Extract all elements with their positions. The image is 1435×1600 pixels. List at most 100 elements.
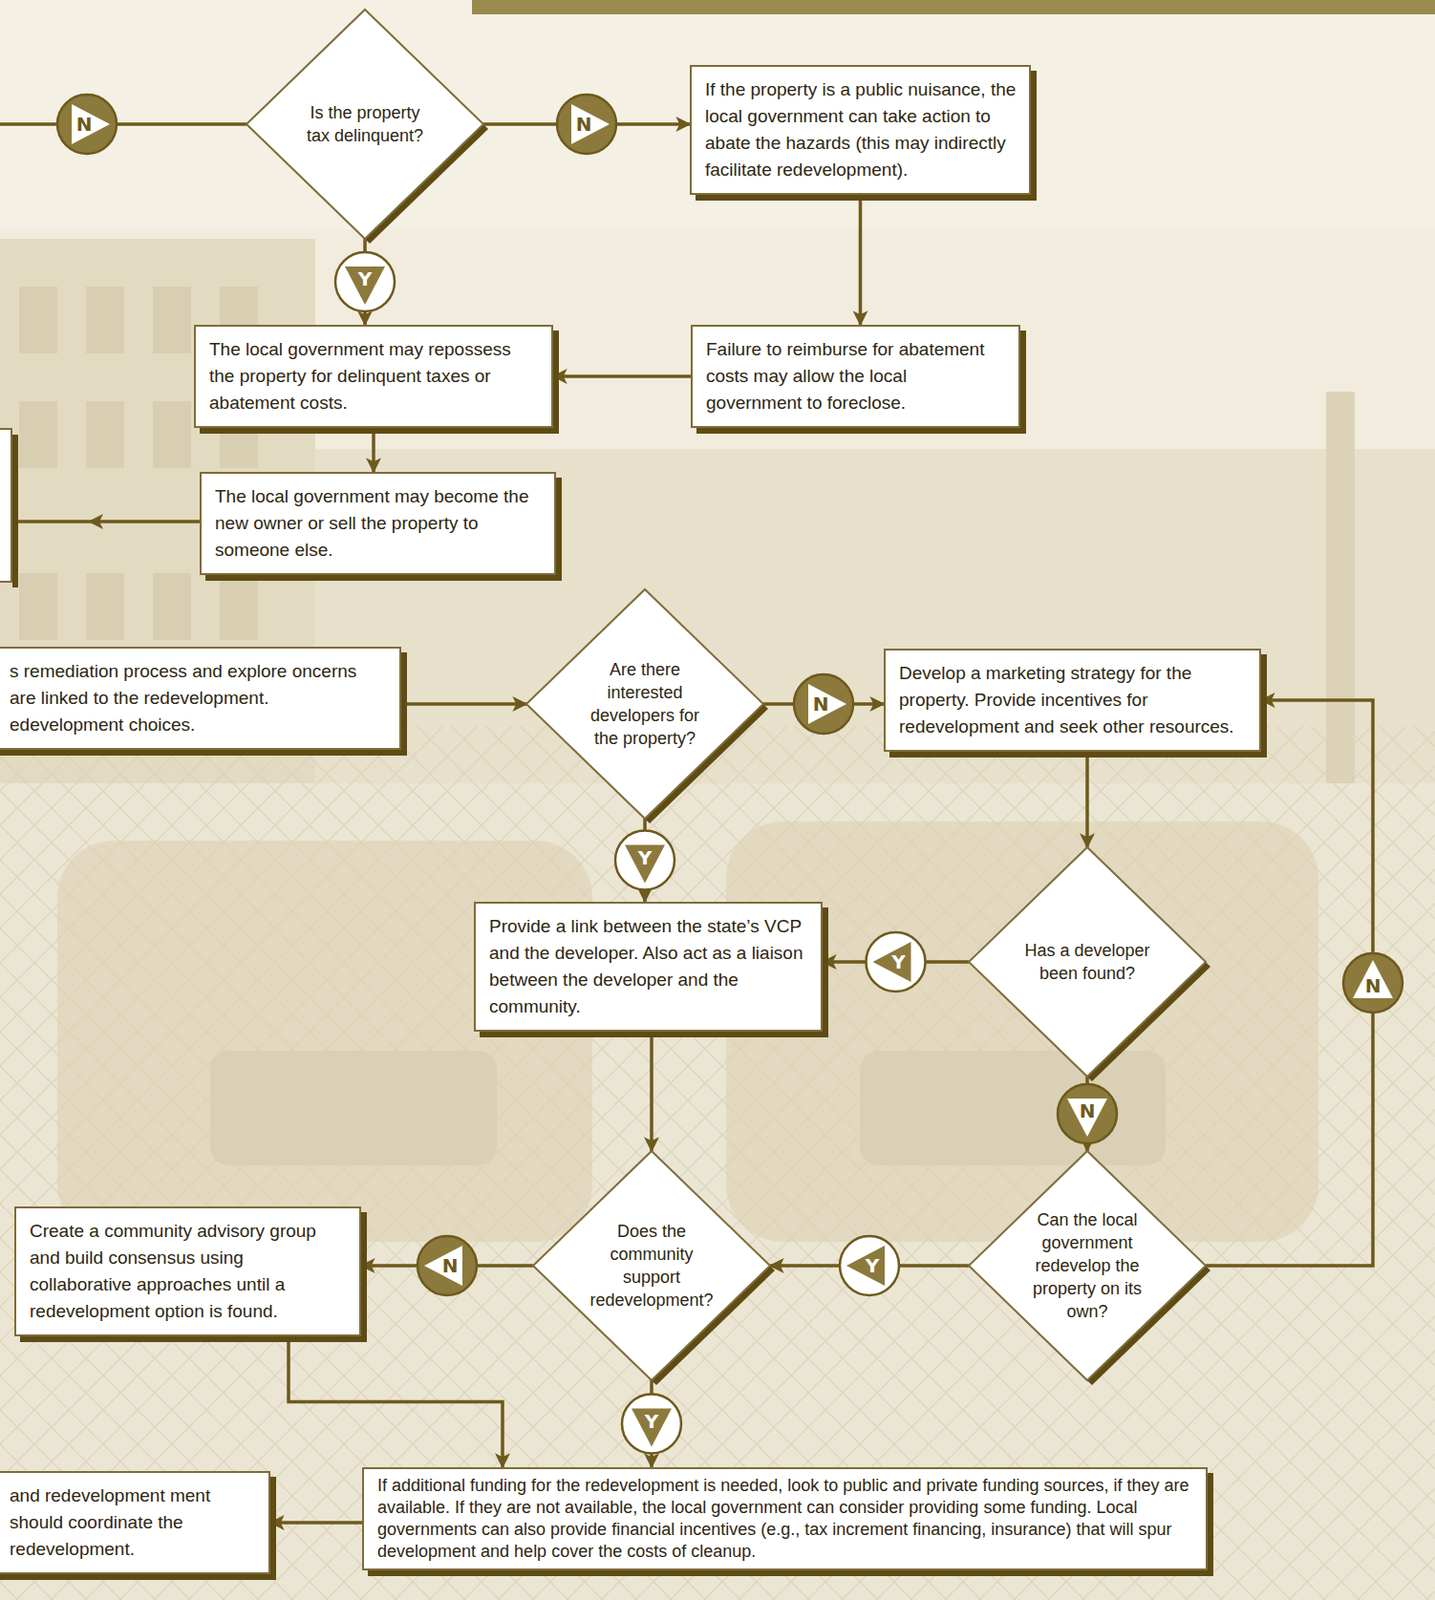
- box-text: Develop a marketing strategy for the pro…: [899, 660, 1248, 741]
- decision-badge: [335, 252, 395, 312]
- diamond-text: Can the local government redevelop the p…: [1020, 1208, 1155, 1324]
- decision-badge: [1343, 953, 1403, 1013]
- badge-letter: N: [438, 1255, 462, 1277]
- badge-letter: N: [1361, 975, 1385, 997]
- badge-circle: [335, 252, 395, 312]
- process-box: and redevelopment ment should coordinate…: [0, 1471, 271, 1575]
- diamond-outline: [246, 9, 484, 239]
- badge-arrow: [624, 845, 665, 884]
- badge-arrow: [1067, 1098, 1108, 1137]
- decision-diamond: Has a developer been found?: [968, 847, 1206, 1077]
- badge-arrow: [424, 1245, 463, 1286]
- badge-circle: [866, 932, 926, 992]
- badge-circle: [621, 1394, 682, 1455]
- offpage-box-shadow: [12, 434, 19, 588]
- decision-badge: [866, 932, 926, 992]
- diamond-outline: [526, 589, 764, 819]
- process-box: s remediation process and explore oncern…: [0, 646, 402, 750]
- top-bar: [471, 0, 1435, 15]
- decision-badge: [1057, 1084, 1117, 1144]
- decision-text: Are there interested developers for the …: [578, 658, 712, 750]
- badge-circle: [793, 674, 854, 734]
- box-text: The local government may become the new …: [214, 483, 543, 564]
- decision-text: Has a developer been found?: [1020, 939, 1155, 986]
- decision-text: Is the property tax delinquent?: [298, 101, 432, 148]
- badge-letter: Y: [887, 951, 911, 973]
- badge-circle: [57, 94, 117, 154]
- decision-badge: [556, 94, 617, 154]
- process-box: Create a community advisory group and bu…: [14, 1206, 362, 1337]
- decision-diamond: Does the community support redevelopment…: [533, 1151, 771, 1381]
- sky: [0, 0, 1435, 230]
- connector: [371, 428, 376, 472]
- decision-text: Can the local government redevelop the p…: [1020, 1208, 1155, 1324]
- badge-letter: N: [809, 693, 833, 715]
- badge-arrow: [1352, 960, 1393, 999]
- diamond-text: Are there interested developers for the …: [578, 658, 712, 750]
- diamond-text: Is the property tax delinquent?: [298, 101, 432, 148]
- badge-arrow: [873, 942, 912, 983]
- process-box: The local government may become the new …: [199, 471, 557, 576]
- chain-link-fence: [0, 726, 1435, 1600]
- diamond-face: [246, 9, 484, 239]
- badge-letter: N: [572, 113, 596, 135]
- diamond-text: Has a developer been found?: [1020, 939, 1155, 986]
- diamond-face: [526, 589, 764, 819]
- connector: [270, 1520, 363, 1525]
- connector: [553, 374, 691, 379]
- badge-circle: [1057, 1084, 1117, 1144]
- box-text: s remediation process and explore oncern…: [9, 658, 388, 739]
- process-box: Failure to reimburse for abatement costs…: [690, 324, 1021, 429]
- connector: [288, 1336, 503, 1468]
- box-text: The local government may repossess the p…: [209, 336, 540, 417]
- decision-badge: [615, 831, 675, 891]
- decision-text: Does the community support redevelopment…: [584, 1220, 719, 1312]
- process-box: The local government may repossess the p…: [193, 324, 554, 429]
- badge-letter: Y: [633, 847, 657, 869]
- box-text: If the property is a public nuisance, th…: [705, 76, 1018, 184]
- decision-diamond: Can the local government redevelop the p…: [968, 1151, 1206, 1381]
- badge-letter: Y: [640, 1411, 664, 1433]
- decision-diamond: Are there interested developers for the …: [526, 589, 764, 819]
- badge-arrow: [631, 1409, 672, 1448]
- badge-letter: N: [1075, 1100, 1099, 1122]
- badge-letter: N: [72, 113, 96, 135]
- badge-circle: [839, 1236, 900, 1296]
- badge-arrow: [571, 104, 610, 145]
- badge-circle: [615, 831, 675, 891]
- box-text: If additional funding for the redevelopm…: [377, 1475, 1195, 1564]
- offpage-box: [0, 428, 12, 582]
- diamond-face: [968, 847, 1206, 1077]
- badge-arrow: [846, 1245, 885, 1286]
- decision-badge: [839, 1236, 900, 1296]
- box-text: Provide a link between the state’s VCP a…: [489, 913, 810, 1021]
- badge-letter: Y: [353, 268, 377, 290]
- offpage-connector: [18, 519, 200, 524]
- badge-circle: [1343, 953, 1403, 1013]
- badge-arrow: [71, 104, 110, 145]
- connector: [649, 1031, 654, 1152]
- diamond-outline: [968, 847, 1206, 1077]
- decision-diamond: Is the property tax delinquent?: [246, 9, 484, 239]
- box-text: and redevelopment ment should coordinate…: [9, 1482, 258, 1564]
- offpage-connector: [0, 122, 247, 127]
- decision-badge: [621, 1394, 682, 1455]
- badge-arrow: [344, 266, 386, 305]
- badge-circle: [417, 1236, 477, 1296]
- badge-circle: [556, 94, 617, 154]
- box-text: Create a community advisory group and bu…: [29, 1218, 348, 1326]
- connector: [401, 702, 527, 707]
- process-box: Develop a marketing strategy for the pro…: [883, 648, 1262, 752]
- diamond-text: Does the community support redevelopment…: [584, 1220, 719, 1312]
- badge-arrow: [808, 684, 847, 725]
- diamond-outline: [533, 1151, 771, 1381]
- decision-badge: [417, 1236, 477, 1296]
- process-box: Provide a link between the state’s VCP a…: [473, 901, 823, 1032]
- decision-badge: [793, 674, 854, 734]
- diamond-face: [968, 1151, 1206, 1381]
- process-box: If the property is a public nuisance, th…: [689, 64, 1031, 195]
- arrowhead: [87, 514, 104, 530]
